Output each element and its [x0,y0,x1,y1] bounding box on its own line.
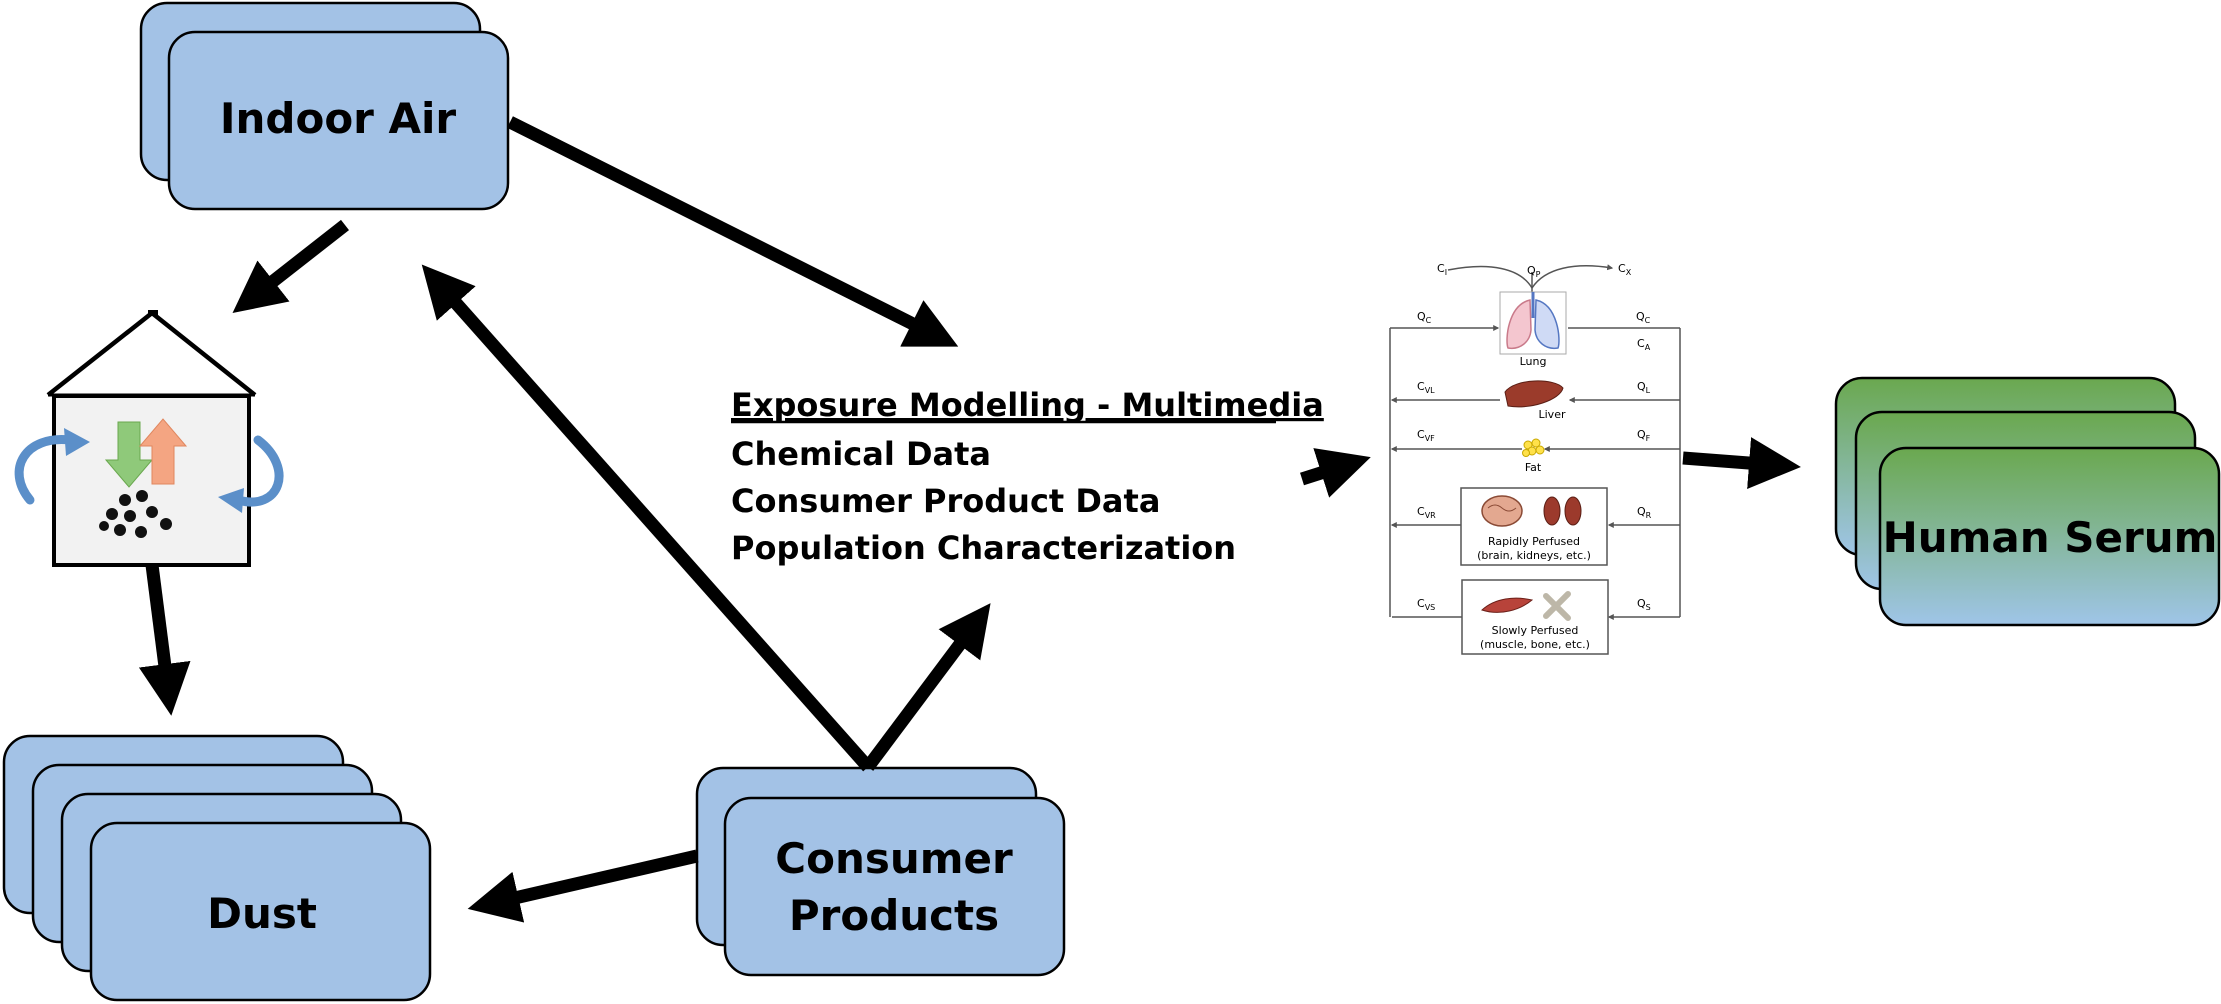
arrow-exposure-to-pbpk [1300,448,1371,498]
arrows [138,116,1801,923]
arrow-pbpk-to-serum [1682,437,1801,489]
arrow-consumer-to-exposure [862,603,991,771]
exposure-item-consumer-product-data: Consumer Product Data [731,482,1160,520]
pbpk-ci: CI [1437,262,1447,277]
pbpk-cvf: CVF [1417,428,1435,443]
pbpk-qf: QF [1637,428,1651,443]
pbpk-slow-line1: Slowly Perfused [1492,624,1579,637]
pbpk-slow-line2: (muscle, bone, etc.) [1480,638,1590,651]
up-arrow-icon [138,418,188,485]
down-arrow-icon [104,421,154,488]
pbpk-qs: QS [1637,597,1651,612]
swirl-arrow-right-icon [218,435,284,513]
dust-label: Dust [207,889,317,938]
exposure-item-population-characterization: Population Characterization [731,529,1236,567]
pbpk-fat-label: Fat [1525,461,1542,474]
arrow-consumer-to-dust [467,849,699,923]
pbpk-ca: CA [1637,337,1651,352]
consumer-products-label-line2: Products [789,891,999,940]
pbpk-qc-left: QC [1417,310,1432,325]
exposure-modelling-block: Exposure Modelling - Multimedia Chemical… [731,386,1324,567]
consumer-products-node: Consumer Products [695,766,1066,977]
pbpk-cx: CX [1618,262,1632,277]
indoor-air-label: Indoor Air [220,94,457,143]
human-serum-node: Human Serum [1834,376,2221,627]
human-serum-label: Human Serum [1883,513,2218,562]
pbpk-cvs: CVS [1417,597,1435,612]
kidneys-icon [1543,496,1582,526]
house-icon [14,310,284,567]
particles-icon [99,490,172,538]
pbpk-qp: QP [1527,264,1541,279]
arrow-indoor-air-to-house [232,219,350,314]
indoor-air-node: Indoor Air [139,1,510,211]
liver-icon [1504,380,1564,408]
pbpk-model: CI QP CX Lung QC QC CA [1389,262,1681,655]
pbpk-lung-label: Lung [1520,355,1547,368]
pbpk-ql: QL [1637,380,1651,395]
swirl-arrow-left-icon [14,428,90,505]
pbpk-cvr: CVR [1417,505,1436,520]
pbpk-rapid-line2: (brain, kidneys, etc.) [1477,549,1591,562]
bone-icon [1543,591,1571,621]
consumer-products-label-line1: Consumer [775,834,1013,883]
fat-icon [1522,438,1545,457]
pbpk-liver-label: Liver [1539,408,1566,421]
exposure-item-chemical-data: Chemical Data [731,435,991,473]
exposure-title: Exposure Modelling - Multimedia [731,386,1324,424]
brain-icon [1481,495,1523,527]
pbpk-cvl: CVL [1417,380,1435,395]
pbpk-qr: QR [1637,505,1652,520]
muscle-icon [1481,597,1534,613]
pbpk-qc-right: QC [1636,310,1651,325]
arrow-consumer-to-indoor-air [421,264,873,772]
arrow-house-to-dust [138,564,191,716]
dust-node: Dust [2,734,432,1002]
lung-icon [1499,291,1567,355]
arrow-indoor-air-to-exposure [507,116,959,347]
pbpk-rapid-line1: Rapidly Perfused [1488,535,1580,548]
